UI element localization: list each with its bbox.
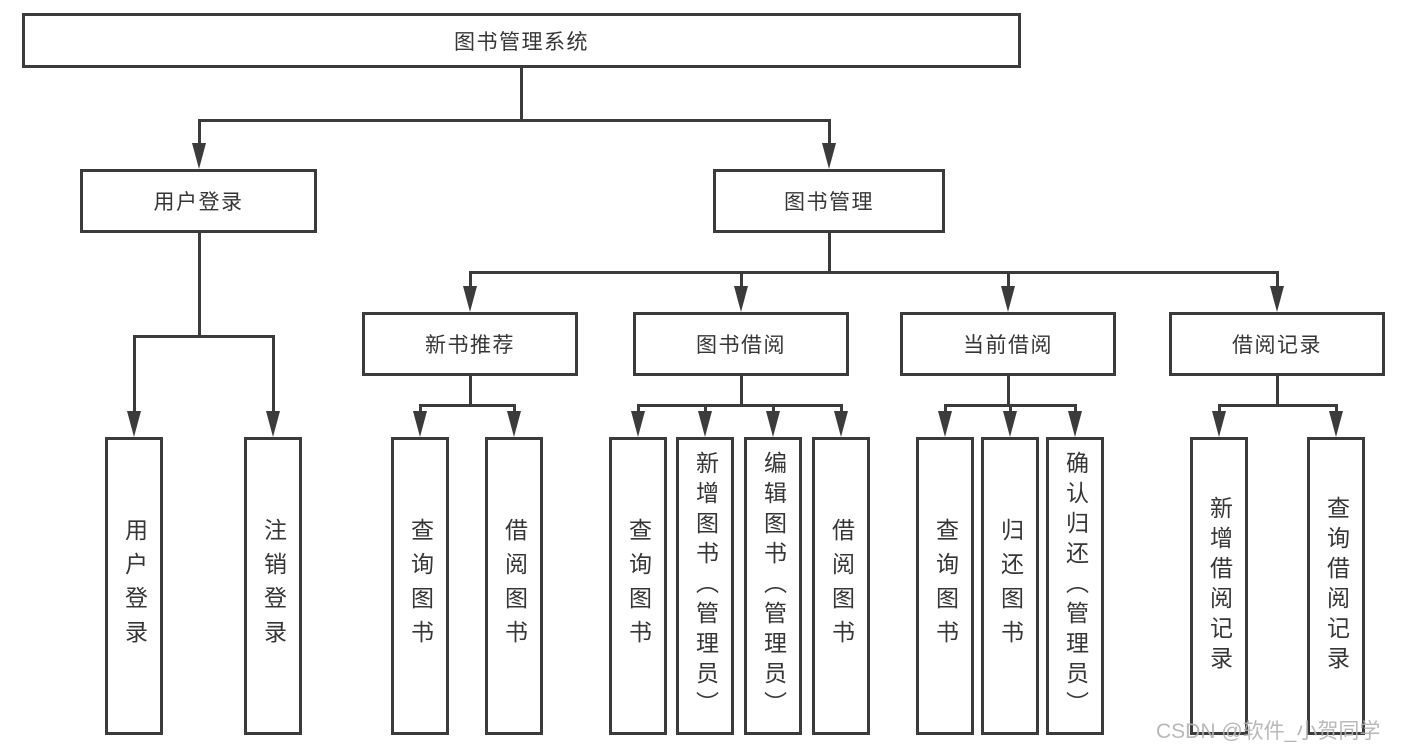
- node-current-borrowing-label: 当前借阅: [963, 334, 1053, 357]
- connector-line: [827, 120, 831, 145]
- connector-line: [636, 403, 843, 407]
- leaf-borrow-book-1-label: 借阅图书: [501, 518, 528, 654]
- connector-line: [1008, 405, 1012, 413]
- connector-line: [1073, 405, 1077, 413]
- arrow-down-icon: [1269, 286, 1284, 312]
- leaf-query-borrow-record-label: 查询借阅记录: [1323, 496, 1350, 676]
- node-borrow-records-label: 借阅记录: [1232, 334, 1322, 357]
- connector-line: [1006, 272, 1010, 288]
- connector-line: [512, 405, 516, 413]
- connector-line: [418, 405, 422, 413]
- node-book-borrowing: 图书借阅: [633, 312, 849, 376]
- connector-line: [771, 405, 775, 413]
- leaf-logout: 注销登录: [244, 437, 302, 735]
- arrow-down-icon: [765, 411, 780, 437]
- arrow-down-icon: [1002, 411, 1017, 437]
- node-book-management: 图书管理: [713, 169, 945, 233]
- connector-line: [132, 334, 275, 338]
- arrow-down-icon: [1328, 411, 1343, 437]
- arrow-down-icon: [733, 286, 748, 312]
- node-root-label: 图书管理系统: [454, 30, 589, 54]
- node-new-book-recommend: 新书推荐: [362, 312, 578, 376]
- arrow-down-icon: [506, 411, 521, 437]
- connector-line: [132, 336, 136, 413]
- connector-line: [839, 405, 843, 413]
- arrow-down-icon: [462, 286, 477, 312]
- node-user-login-label: 用户登录: [153, 191, 244, 214]
- leaf-add-borrow-record-label: 新增借阅记录: [1206, 496, 1233, 676]
- leaf-borrow-book-2: 借阅图书: [812, 437, 870, 735]
- leaf-borrow-book-2-label: 借阅图书: [828, 518, 855, 654]
- connector-line: [739, 376, 743, 407]
- node-current-borrowing: 当前借阅: [900, 312, 1116, 376]
- arrow-down-icon: [937, 411, 952, 437]
- node-book-management-label: 图书管理: [784, 191, 874, 214]
- leaf-confirm-return-admin: 确认归还（管理员）: [1046, 437, 1104, 735]
- connector-line: [197, 118, 831, 122]
- leaf-edit-book-admin: 编辑图书（管理员）: [744, 437, 802, 735]
- leaf-user-login: 用户登录: [105, 437, 163, 735]
- leaf-add-borrow-record: 新增借阅记录: [1190, 437, 1248, 735]
- arrow-down-icon: [191, 143, 206, 169]
- connector-line: [1006, 376, 1010, 407]
- csdn-watermark: CSDN @软件_小贺同学: [1156, 720, 1381, 743]
- connector-line: [468, 272, 472, 288]
- arrow-down-icon: [1000, 286, 1015, 312]
- connector-line: [1217, 405, 1221, 413]
- leaf-borrow-book-1: 借阅图书: [485, 437, 543, 735]
- connector-line: [1334, 405, 1338, 413]
- leaf-query-borrow-record: 查询借阅记录: [1307, 437, 1365, 735]
- leaf-user-login-label: 用户登录: [121, 518, 148, 654]
- connector-line: [739, 272, 743, 288]
- arrow-down-icon: [697, 411, 712, 437]
- arrow-down-icon: [1067, 411, 1082, 437]
- arrow-down-icon: [833, 411, 848, 437]
- connector-line: [197, 120, 201, 145]
- arrow-down-icon: [821, 143, 836, 169]
- connector-line: [1275, 272, 1279, 288]
- node-new-book-recommend-label: 新书推荐: [425, 334, 515, 357]
- connector-line: [827, 232, 831, 274]
- connector-line: [943, 405, 947, 413]
- arrow-down-icon: [1211, 411, 1226, 437]
- leaf-edit-book-admin-label: 编辑图书（管理员）: [760, 451, 787, 721]
- connector-line: [468, 376, 472, 407]
- connector-line: [519, 68, 523, 121]
- leaf-confirm-return-admin-label: 确认归还（管理员）: [1062, 451, 1089, 721]
- leaf-add-book-admin-label: 新增图书（管理员）: [692, 451, 719, 721]
- connector-line: [271, 336, 275, 413]
- connector-line: [1217, 403, 1338, 407]
- arrow-down-icon: [412, 411, 427, 437]
- arrow-down-icon: [126, 411, 141, 437]
- node-book-borrowing-label: 图书借阅: [696, 334, 786, 357]
- leaf-return-book: 归还图书: [981, 437, 1039, 735]
- leaf-query-book-2-label: 查询图书: [625, 518, 652, 654]
- connector-line: [1275, 376, 1279, 407]
- connector-line: [636, 405, 640, 413]
- connector-line: [703, 405, 707, 413]
- connector-line: [197, 233, 201, 338]
- leaf-query-book-1-label: 查询图书: [407, 518, 434, 654]
- leaf-add-book-admin: 新增图书（管理员）: [676, 437, 734, 735]
- arrow-down-icon: [630, 411, 645, 437]
- leaf-query-book-1: 查询图书: [391, 437, 449, 735]
- leaf-query-book-3: 查询图书: [916, 437, 974, 735]
- connector-line: [418, 403, 516, 407]
- leaf-return-book-label: 归还图书: [997, 518, 1024, 654]
- arrow-down-icon: [265, 411, 280, 437]
- node-root: 图书管理系统: [22, 13, 1021, 68]
- leaf-query-book-3-label: 查询图书: [932, 518, 959, 654]
- leaf-logout-label: 注销登录: [260, 518, 287, 654]
- node-user-login: 用户登录: [80, 169, 317, 233]
- leaf-query-book-2: 查询图书: [609, 437, 667, 735]
- node-borrow-records: 借阅记录: [1169, 312, 1385, 376]
- connector-line: [468, 270, 1279, 274]
